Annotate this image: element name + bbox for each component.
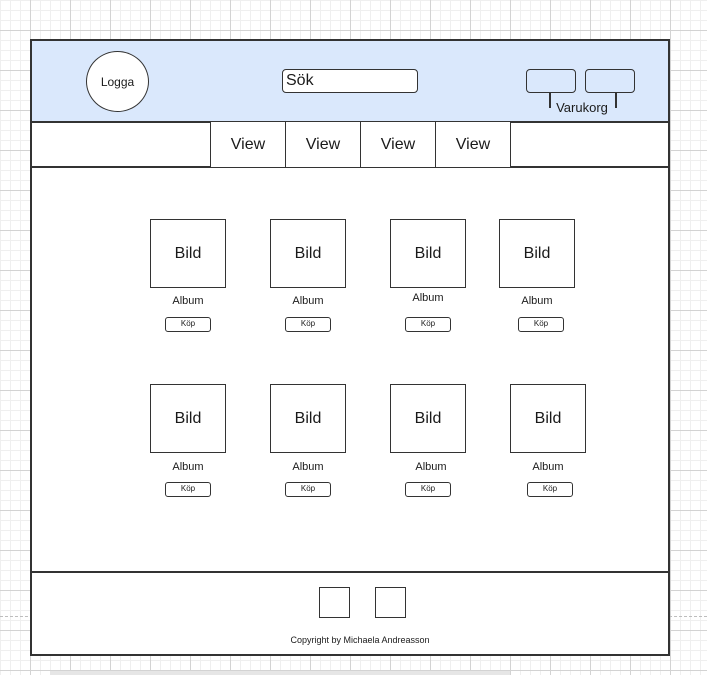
cart-connector-left (549, 93, 551, 108)
nav-tab-3[interactable]: View (360, 121, 436, 168)
product-image[interactable]: Bild (270, 384, 346, 453)
nav-tab-2[interactable]: View (285, 121, 361, 168)
copyright-text: Copyright by Michaela Andreasson (290, 635, 430, 645)
logo[interactable]: Logga (86, 51, 149, 112)
product-title: Album (172, 461, 204, 473)
header-button-left[interactable] (526, 69, 576, 93)
buy-button[interactable]: Köp (518, 317, 564, 332)
product-title: Album (415, 461, 447, 473)
product-image[interactable]: Bild (270, 219, 346, 288)
product-image[interactable]: Bild (390, 384, 466, 453)
product-title: Album (532, 461, 564, 473)
search-input[interactable]: Sök (282, 69, 418, 93)
header-button-right[interactable] (585, 69, 635, 93)
buy-button[interactable]: Köp (405, 482, 451, 497)
buy-button[interactable]: Köp (285, 482, 331, 497)
nav-tab-label: View (305, 135, 341, 153)
buy-button[interactable]: Köp (527, 482, 573, 497)
product-title: Album (412, 292, 444, 304)
product-image[interactable]: Bild (150, 384, 226, 453)
footer-icon-placeholder[interactable] (319, 587, 350, 618)
product-title: Album (292, 461, 324, 473)
product-image[interactable]: Bild (499, 219, 575, 288)
nav-tab-4[interactable]: View (435, 121, 511, 168)
footer (30, 571, 670, 656)
nav-tab-label: View (230, 135, 266, 153)
product-title: Album (292, 295, 324, 307)
cart-connector-right (615, 93, 617, 108)
buy-button[interactable]: Köp (165, 482, 211, 497)
product-title: Album (521, 295, 553, 307)
buy-button[interactable]: Köp (285, 317, 331, 332)
nav-tab-label: View (455, 135, 491, 153)
nav-tab-1[interactable]: View (210, 121, 286, 168)
product-image[interactable]: Bild (150, 219, 226, 288)
logo-label: Logga (100, 74, 135, 89)
product-image[interactable]: Bild (390, 219, 466, 288)
footer-icon-placeholder[interactable] (375, 587, 406, 618)
buy-button[interactable]: Köp (405, 317, 451, 332)
buy-button[interactable]: Köp (165, 317, 211, 332)
horizontal-scrollbar[interactable] (50, 671, 510, 675)
nav-tab-label: View (380, 135, 416, 153)
product-image[interactable]: Bild (510, 384, 586, 453)
product-title: Album (172, 295, 204, 307)
cart-label: Varukorg (556, 100, 608, 115)
